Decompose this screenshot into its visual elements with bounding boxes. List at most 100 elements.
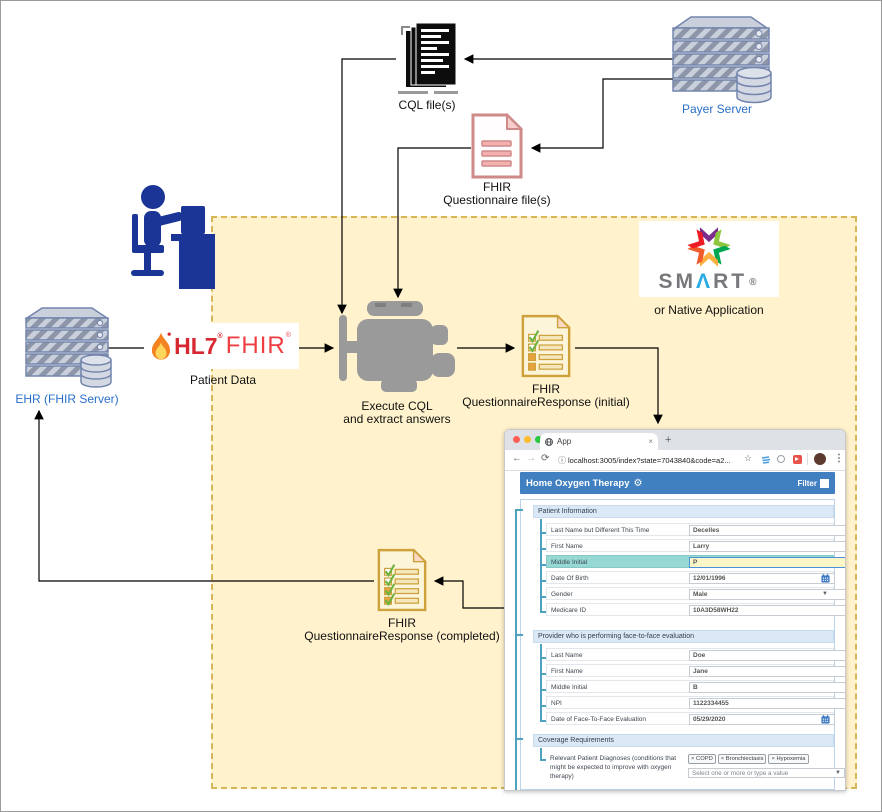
- section-header: Coverage Requirements: [533, 734, 834, 747]
- qr-completed-label-2: QuestionnaireResponse (completed): [304, 629, 500, 643]
- tree-tick: [540, 532, 546, 534]
- gender-select[interactable]: [689, 589, 845, 600]
- hl7-wordmark: HL7®: [174, 332, 223, 359]
- engine-label-1: Execute CQL: [361, 399, 433, 413]
- medicare-id-input[interactable]: [689, 605, 845, 616]
- ehr-server-label: EHR (FHIR Server): [15, 392, 119, 406]
- section-provider: Provider who is performing face-to-face …: [533, 630, 845, 728]
- tree-tick: [540, 596, 546, 598]
- section-header: Patient Information: [533, 505, 834, 518]
- tag-copd[interactable]: × COPD: [688, 754, 716, 764]
- qr-initial-label-2: QuestionnaireResponse (initial): [462, 395, 630, 409]
- payer-server-icon: [669, 15, 775, 105]
- close-tab-icon[interactable]: ×: [648, 437, 653, 446]
- diagnosis-tags: × COPD × Bronchiectasis × Hypoxemia: [688, 754, 845, 764]
- tree-tick: [515, 509, 523, 511]
- tree-tick: [540, 548, 546, 550]
- tree-tick: [540, 673, 546, 675]
- profile-avatar[interactable]: [814, 453, 826, 465]
- extension-circle-icon[interactable]: [777, 455, 785, 463]
- field-label: Last Name: [551, 652, 583, 659]
- menu-dots-icon[interactable]: ⋮: [834, 453, 844, 464]
- date-of-birth-input[interactable]: [689, 573, 835, 584]
- middle-initial-input[interactable]: [689, 557, 845, 568]
- dropdown-caret-icon[interactable]: ▼: [822, 591, 828, 597]
- form-row-highlighted: Middle Initial: [546, 555, 845, 568]
- section-coverage-requirements: Coverage Requirements Relevant Patient D…: [533, 734, 845, 789]
- forward-icon[interactable]: →: [526, 453, 536, 464]
- zoom-window-button[interactable]: [535, 436, 542, 443]
- filter-checkbox[interactable]: [820, 478, 829, 488]
- site-info-icon[interactable]: ⓘ: [558, 456, 566, 465]
- smart-caret-a: Λ: [696, 270, 714, 293]
- tree-tick: [540, 580, 546, 582]
- minimize-window-button[interactable]: [524, 436, 531, 443]
- qr-initial-icon: [519, 314, 573, 378]
- dropdown-caret-icon: ▼: [835, 770, 841, 776]
- qr-initial-label-1: FHIR: [532, 382, 560, 396]
- qr-completed-icon: [375, 548, 429, 612]
- toolbar-divider: [807, 453, 808, 465]
- provider-first-name-input[interactable]: [689, 666, 845, 677]
- fhir-questionnaire-file-icon: [469, 112, 525, 179]
- npi-input[interactable]: [689, 698, 845, 709]
- calendar-icon[interactable]: [821, 574, 830, 583]
- tree-tick: [540, 657, 546, 659]
- diagnosis-multiselect[interactable]: Select one or more or type a value ▼: [688, 768, 845, 778]
- fhir-wordmark: FHIR®: [225, 332, 292, 359]
- new-tab-button[interactable]: +: [665, 434, 672, 446]
- field-label: Date of Face-To-Face Evaluation: [551, 716, 647, 723]
- form-panel: Patient Information Last Name but Differ…: [515, 499, 845, 790]
- face-to-face-date-input[interactable]: [689, 714, 835, 725]
- favicon-globe-icon: [545, 437, 553, 446]
- section-patient-information: Patient Information Last Name but Differ…: [533, 505, 845, 619]
- last-name-input[interactable]: [689, 525, 845, 536]
- hl7-flame-icon: [152, 332, 171, 360]
- form-row: First Name: [546, 664, 845, 677]
- smart-caption: or Native Application: [654, 303, 764, 317]
- tree-tick: [515, 738, 523, 740]
- engine-label-2: and extract answers: [343, 412, 451, 426]
- qr-completed-label-1: FHIR: [388, 616, 416, 630]
- field-label: NPI: [551, 700, 562, 707]
- gear-icon[interactable]: ⚙: [633, 477, 643, 489]
- fhir-questionnaire-file-label-2: Questionnaire file(s): [443, 193, 551, 207]
- tag-hypoxemia[interactable]: × Hypoxemia: [768, 754, 809, 764]
- cql-files-icon: [394, 21, 460, 99]
- bookmark-star-icon[interactable]: ☆: [744, 453, 753, 463]
- extension-flash-icon[interactable]: [761, 456, 771, 465]
- extension-red-icon[interactable]: [793, 455, 802, 464]
- refresh-icon[interactable]: ⟳: [541, 453, 550, 464]
- back-icon[interactable]: ←: [512, 453, 522, 464]
- form-row: Gender ▼: [546, 587, 845, 600]
- tree-tick: [540, 720, 546, 722]
- provider-middle-initial-input[interactable]: [689, 682, 845, 693]
- field-label: Medicare ID: [551, 607, 587, 614]
- address-bar[interactable]: localhost:3005/index?state=7043840&code=…: [568, 456, 731, 465]
- calendar-icon[interactable]: [821, 715, 830, 724]
- tree-spine: [515, 509, 517, 790]
- person-at-desk-icon: [119, 184, 215, 300]
- patient-data-label: Patient Data: [189, 373, 257, 387]
- cql-files-label: CQL file(s): [398, 98, 456, 112]
- provider-last-name-input[interactable]: [689, 650, 845, 661]
- multiselect-placeholder: Select one or more or type a value: [692, 769, 789, 777]
- tree-spine: [540, 644, 542, 720]
- tree-tick: [540, 759, 546, 761]
- payer-server-label: Payer Server: [681, 102, 753, 116]
- field-label: First Name: [551, 668, 583, 675]
- browser-tab[interactable]: App ×: [540, 433, 658, 450]
- field-label: Middle Initial: [551, 559, 588, 566]
- first-name-input[interactable]: [689, 541, 845, 552]
- section-header: Provider who is performing face-to-face …: [533, 630, 834, 643]
- tag-bronchiectasis[interactable]: × Bronchiectasis: [717, 754, 767, 764]
- tree-tick: [515, 634, 523, 636]
- smart-asterisk-icon: [687, 227, 731, 267]
- form-row: Middle Initial: [546, 680, 845, 693]
- close-window-button[interactable]: [513, 436, 520, 443]
- browser-window: App × + ← → ⟳ ⓘ localhost:3005/index?sta…: [504, 429, 846, 791]
- form-row: Date of Face-To-Face Evaluation: [546, 712, 835, 725]
